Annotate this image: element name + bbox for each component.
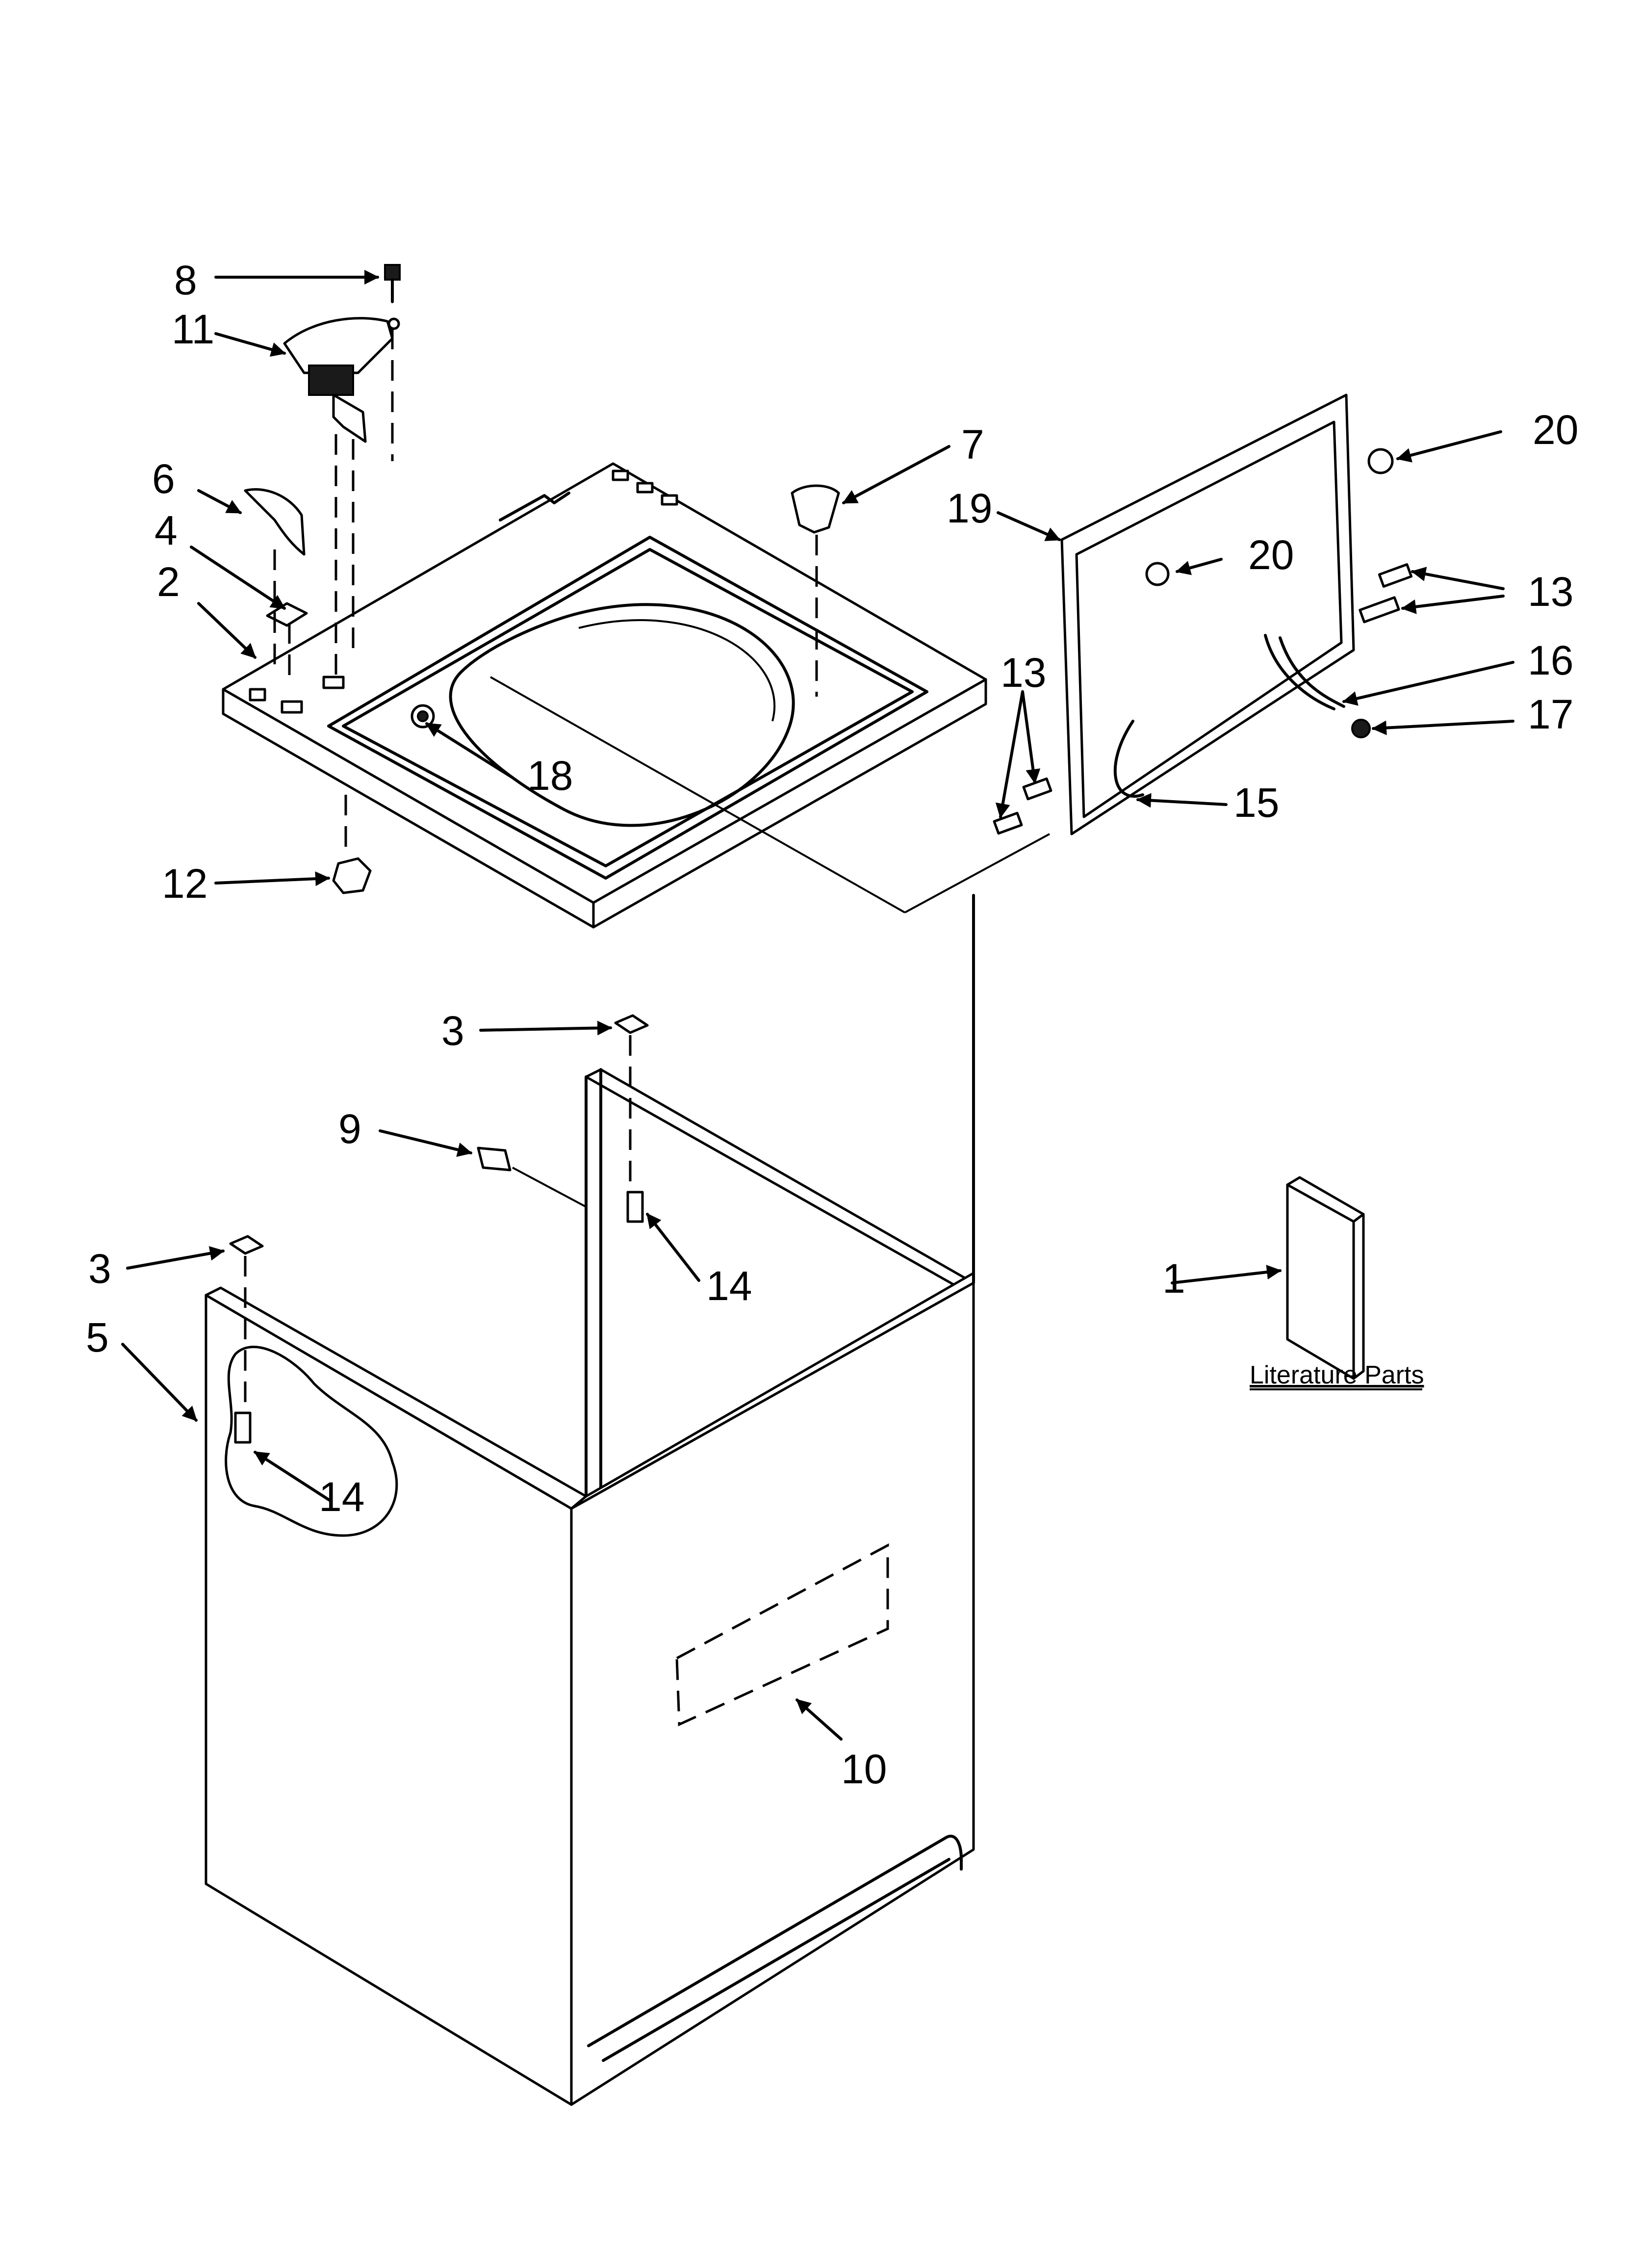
callout-1: 1 <box>1162 1255 1185 1302</box>
callout-11: 11 <box>172 306 214 352</box>
callout-18: 18 <box>527 753 573 799</box>
callout-7: 7 <box>961 421 984 468</box>
callout-6: 6 <box>152 456 175 502</box>
callout-17: 17 <box>1528 691 1573 737</box>
callout-4: 4 <box>154 507 178 553</box>
lid-frame <box>993 393 1413 835</box>
callout-numbers: 8 11 6 4 2 7 19 20 20 13 13 16 17 15 18 … <box>86 257 1578 1792</box>
callout-20-mid: 20 <box>1248 532 1294 578</box>
callout-9: 9 <box>338 1106 361 1152</box>
callout-20-top: 20 <box>1533 407 1578 453</box>
literature-parts-label: Literature Parts <box>1250 1361 1424 1389</box>
callout-19: 19 <box>947 485 992 531</box>
callout-8: 8 <box>174 257 197 303</box>
callout-12: 12 <box>162 860 207 907</box>
callout-13-right: 13 <box>1528 569 1573 615</box>
callout-16: 16 <box>1528 637 1573 683</box>
callout-14-right: 14 <box>706 1263 752 1309</box>
callout-3-left: 3 <box>88 1246 111 1292</box>
callout-10: 10 <box>841 1746 887 1792</box>
callout-13-left: 13 <box>1001 650 1046 696</box>
cabinet-body <box>205 894 975 2106</box>
callout-15: 15 <box>1233 780 1279 826</box>
callout-2: 2 <box>157 559 180 605</box>
callout-3-top: 3 <box>441 1008 464 1054</box>
literature-parts-book <box>1286 1176 1365 1380</box>
cabinet-top <box>222 462 987 929</box>
callout-14-left: 14 <box>319 1474 364 1520</box>
callout-5: 5 <box>86 1314 109 1360</box>
top-small-parts <box>244 264 1050 913</box>
callout-arrows <box>121 270 1514 1741</box>
